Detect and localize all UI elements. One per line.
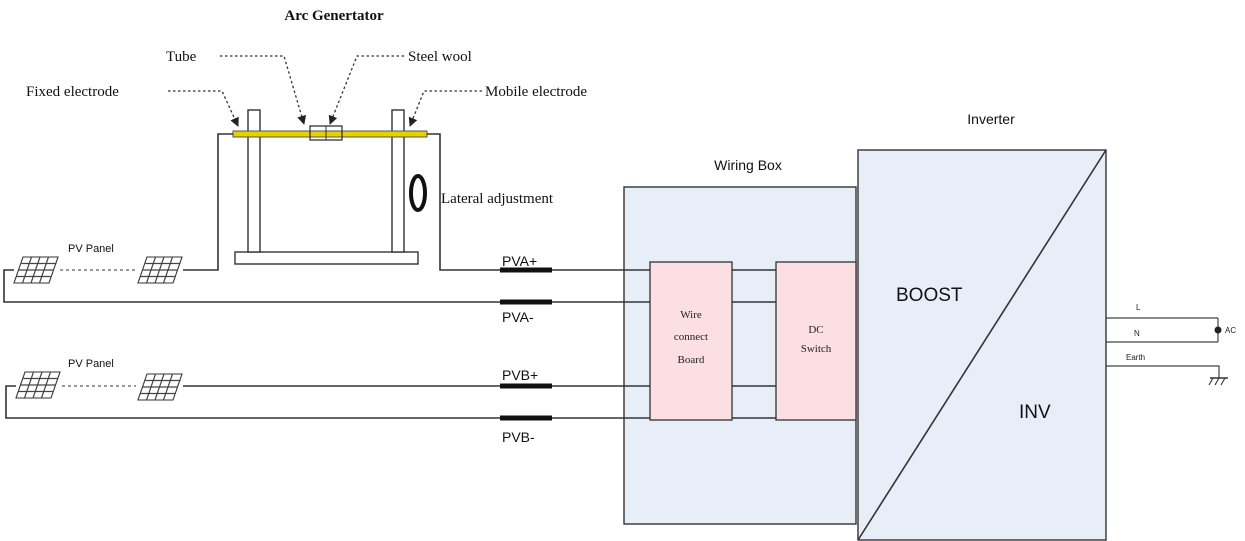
pv-string-b: PV Panel	[15, 358, 183, 401]
label-pva-minus: PVA-	[502, 309, 534, 325]
leader-mobile-electrode	[408, 90, 482, 127]
label-output-l: L	[1136, 303, 1141, 312]
label-mobile-electrode: Mobile electrode	[485, 84, 587, 100]
label-output-earth: Earth	[1126, 353, 1145, 362]
generator-base-plate	[234, 251, 419, 265]
dc-switch	[775, 261, 857, 421]
pv-panel-b1	[15, 371, 61, 399]
label-pvb-plus: PVB+	[502, 367, 538, 383]
label-board-line-1: Wire	[680, 309, 702, 321]
leader-tube	[220, 55, 307, 125]
label-tube: Tube	[166, 49, 197, 65]
arc-generator: Arc Genertator Tube Steel wool Fixed ele…	[26, 8, 587, 265]
label-steel-wool: Steel wool	[408, 49, 472, 65]
label-output-n: N	[1134, 329, 1140, 338]
pv-panel-a1	[13, 256, 59, 284]
pv-panel-a2	[137, 256, 183, 284]
fixed-electrode-post	[247, 109, 261, 253]
wire-connect-board	[649, 261, 733, 421]
leader-steel-wool	[328, 55, 404, 125]
wire-string-b-negative	[5, 385, 500, 419]
label-fixed-electrode: Fixed electrode	[26, 84, 119, 100]
label-board-line-3: Board	[678, 354, 705, 366]
leader-fixed-electrode	[168, 90, 239, 127]
arc-generator-title: Arc Genertator	[284, 8, 384, 24]
inverter-diagonal	[857, 149, 1107, 541]
pv-panel-b2	[137, 373, 183, 401]
label-dc-switch-line-1: DC	[808, 324, 823, 336]
wire-string-a-to-generator	[183, 133, 233, 271]
label-board-line-2: connect	[674, 331, 708, 343]
wires	[3, 133, 1220, 419]
ground-symbol	[1208, 377, 1228, 386]
lateral-adjustment-knob	[409, 174, 427, 212]
pv-string-a: PV Panel	[13, 243, 183, 284]
label-wiring-box: Wiring Box	[714, 157, 782, 173]
label-lateral-adjustment: Lateral adjustment	[441, 191, 554, 207]
mobile-electrode-post	[391, 109, 405, 253]
label-inv: INV	[1019, 402, 1051, 423]
label-pvb-minus: PVB-	[502, 429, 535, 445]
label-output-ac: AC	[1225, 326, 1236, 335]
ac-junction-dot	[1214, 326, 1222, 334]
label-pv-panel-b: PV Panel	[68, 358, 114, 370]
electrode-rod	[232, 130, 428, 138]
wire-string-a-negative	[3, 269, 500, 303]
label-inverter: Inverter	[967, 111, 1015, 127]
label-pva-plus: PVA+	[502, 253, 537, 269]
wire-earth	[1106, 365, 1220, 378]
label-pv-panel-a: PV Panel	[68, 243, 114, 255]
wire-generator-to-pva-plus	[427, 133, 500, 271]
label-dc-switch-line-2: Switch	[801, 343, 832, 355]
label-boost: BOOST	[896, 285, 963, 306]
